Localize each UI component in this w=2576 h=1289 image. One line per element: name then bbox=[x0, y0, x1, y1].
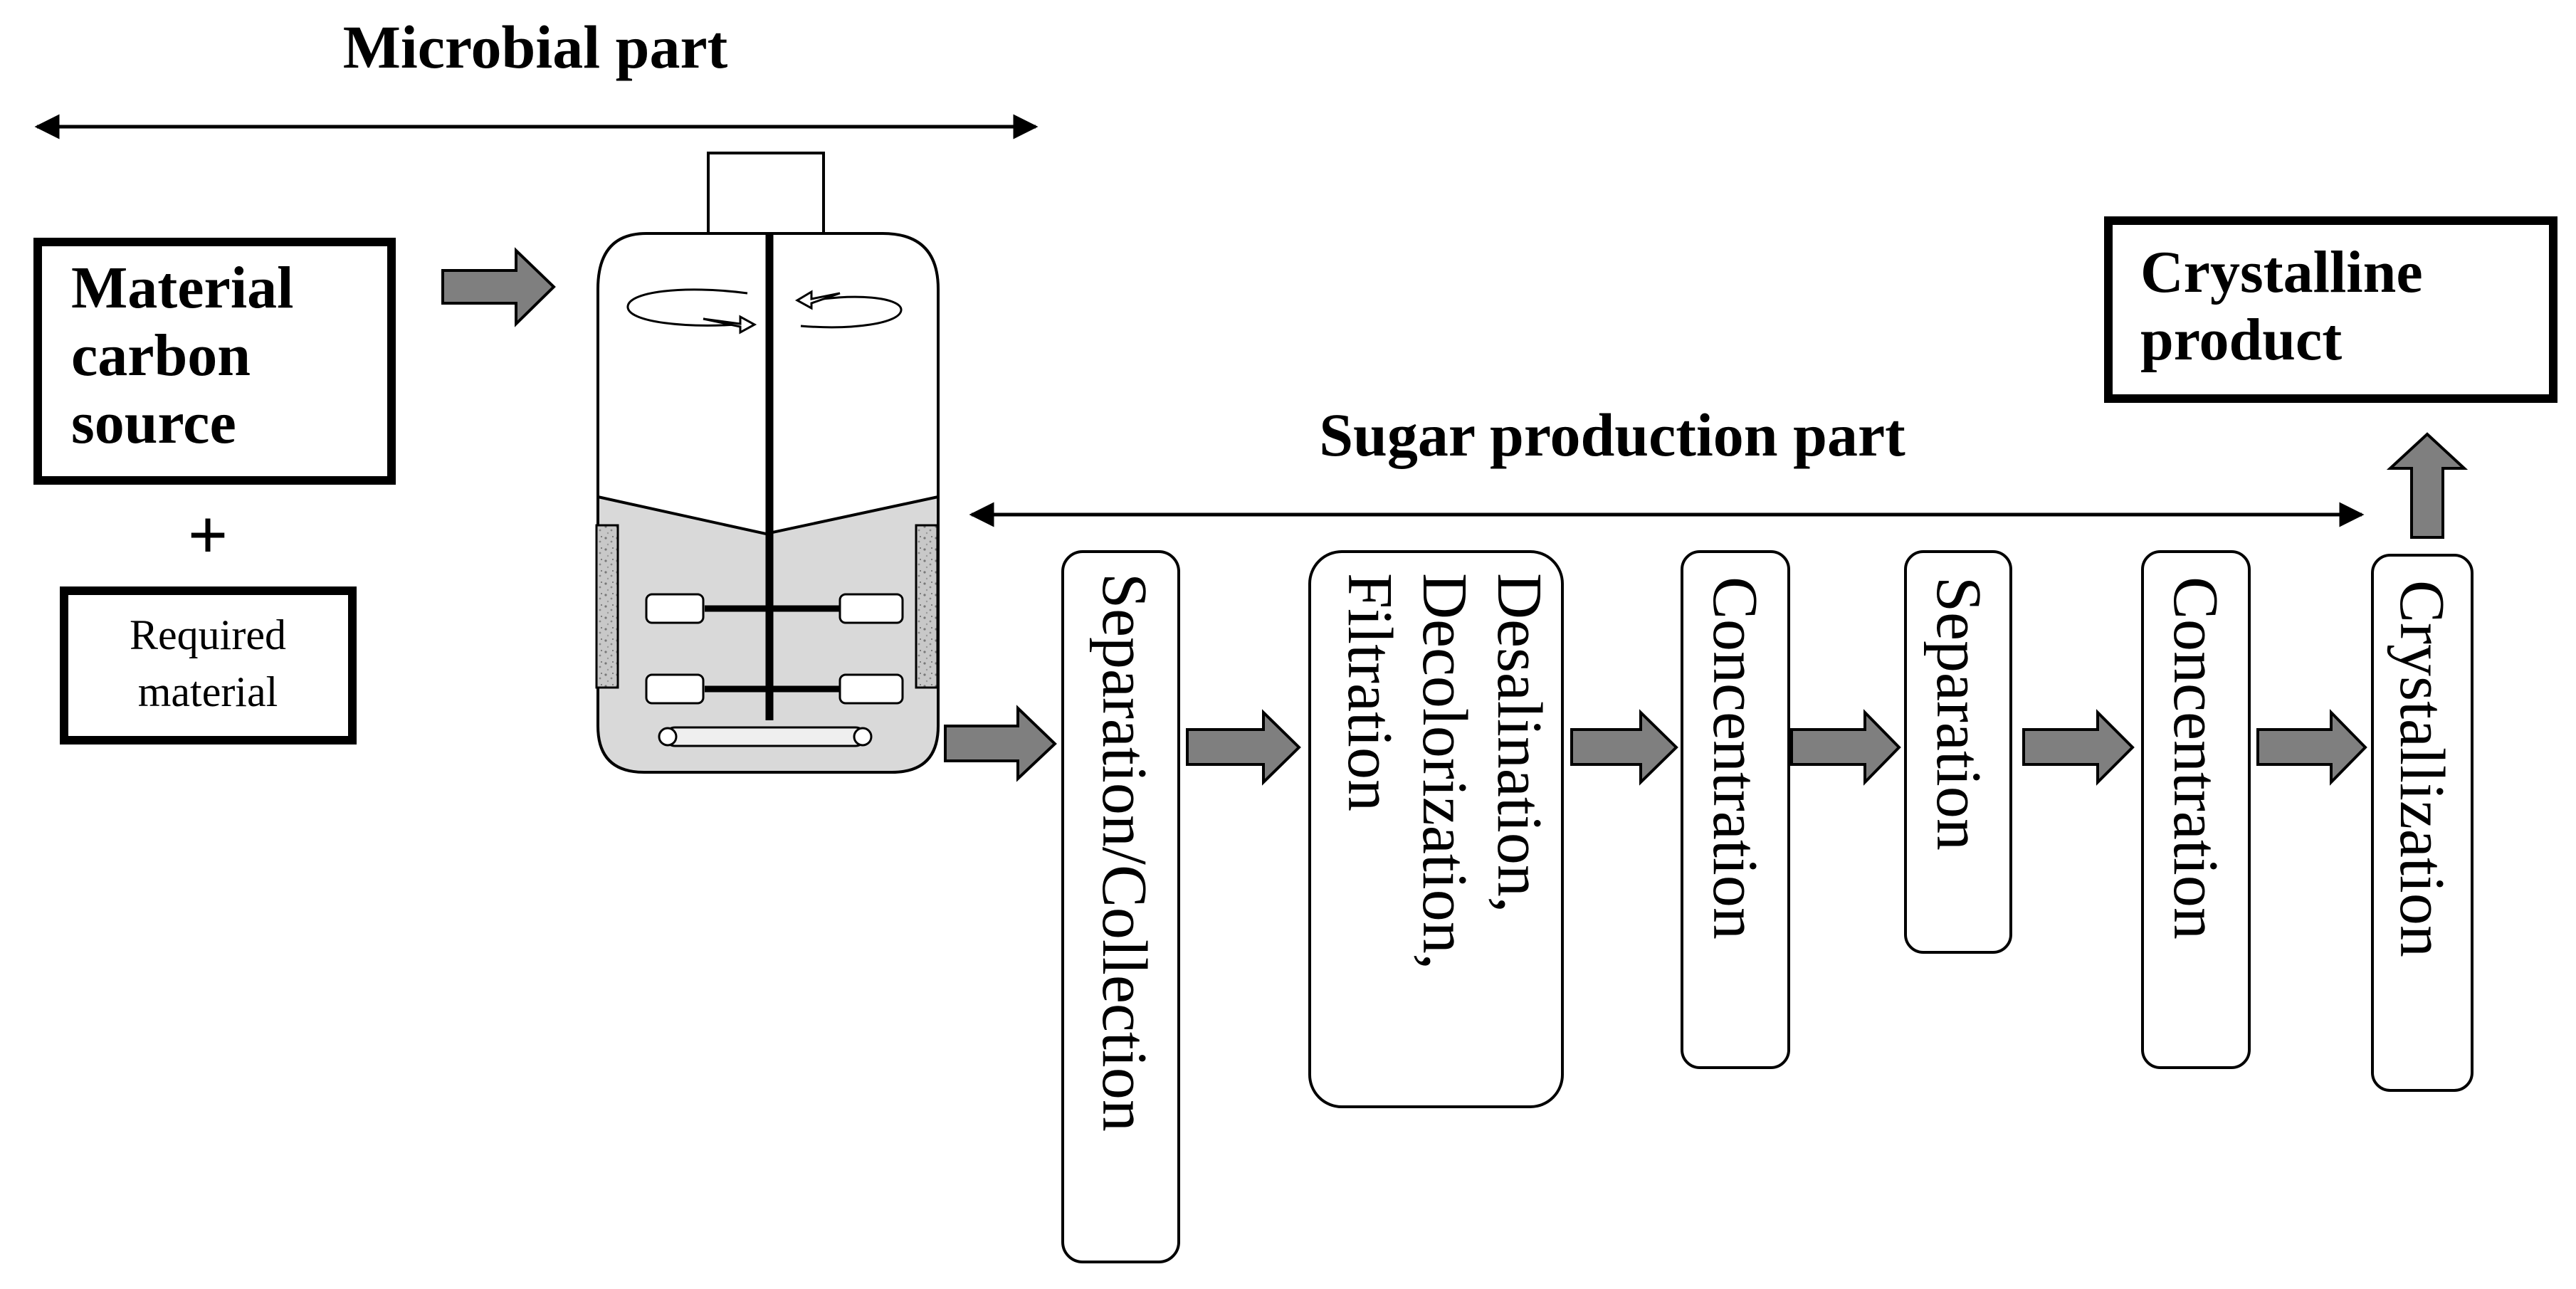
required-material-box: Required material bbox=[60, 586, 357, 745]
carbon-source-line-2: carbon bbox=[71, 322, 251, 389]
up-block-arrow-icon bbox=[2386, 432, 2469, 539]
product-line-2: product bbox=[2140, 307, 2342, 373]
step-concentration-2: Concentration bbox=[2141, 550, 2251, 1069]
step-2-label-line-2: Decolorization, bbox=[1409, 573, 1480, 969]
step-6-label: Crystallization bbox=[2387, 580, 2457, 957]
crystalline-product-box: Crystalline product bbox=[2104, 216, 2557, 403]
carbon-source-line-3: source bbox=[71, 390, 236, 456]
step-3-label: Concentration bbox=[1700, 577, 1770, 940]
flow-arrow-fermenter-to-separation bbox=[944, 705, 1057, 782]
step-crystallization: Crystallization bbox=[2371, 554, 2474, 1092]
plus-sign: + bbox=[188, 495, 228, 574]
step-desalination-decolorization-filtration: Desalination, Decolorization, Filtration bbox=[1308, 550, 1564, 1108]
carbon-source-box: Material carbon source bbox=[33, 238, 396, 485]
sugar-part-title: Sugar production part bbox=[1319, 401, 1905, 469]
required-material-line-1: Required bbox=[130, 611, 286, 658]
step-2-label-line-1: Desalination, bbox=[1484, 573, 1555, 912]
microbial-part-title: Microbial part bbox=[343, 13, 728, 81]
required-material-line-2: material bbox=[138, 668, 278, 715]
step-5-label: Concentration bbox=[2160, 577, 2231, 940]
carbon-source-line-1: Material bbox=[71, 255, 294, 321]
step-2-label-line-3: Filtration bbox=[1335, 573, 1405, 811]
bioreactor-icon bbox=[595, 152, 940, 774]
step-separation-collection: Separation/Collection bbox=[1061, 550, 1180, 1263]
flow-arrow-3 bbox=[1790, 709, 1901, 786]
flow-arrow-5 bbox=[2256, 709, 2367, 786]
flow-arrow-1 bbox=[1186, 709, 1301, 786]
flow-arrow-4 bbox=[2022, 709, 2135, 786]
step-concentration-1: Concentration bbox=[1681, 550, 1790, 1069]
step-4-label: Separation bbox=[1923, 577, 1994, 851]
product-line-1: Crystalline bbox=[2140, 239, 2423, 305]
flow-arrow-2 bbox=[1570, 709, 1678, 786]
step-separation-2: Separation bbox=[1904, 550, 2012, 954]
input-to-fermenter-arrow bbox=[441, 247, 556, 327]
step-1-label: Separation/Collection bbox=[1089, 573, 1160, 1132]
